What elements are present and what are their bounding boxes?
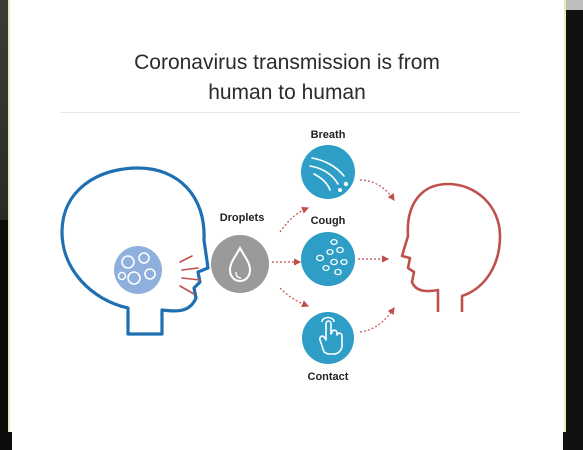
label-breath: Breath: [288, 129, 368, 141]
cough-node: [301, 232, 355, 286]
target-head-icon: [402, 184, 500, 312]
virus-cluster-icon: [114, 246, 162, 294]
right-frame-black: [563, 0, 583, 450]
target-arrows: [358, 180, 394, 332]
breath-node: [301, 145, 355, 199]
contact-node: [302, 312, 354, 364]
label-droplets: Droplets: [202, 212, 282, 224]
label-cough: Cough: [288, 215, 368, 227]
droplets-node: [211, 235, 269, 293]
label-contact: Contact: [288, 371, 368, 383]
transmission-diagram: [10, 0, 564, 432]
slide: Coronavirus transmission is from human t…: [8, 0, 566, 432]
